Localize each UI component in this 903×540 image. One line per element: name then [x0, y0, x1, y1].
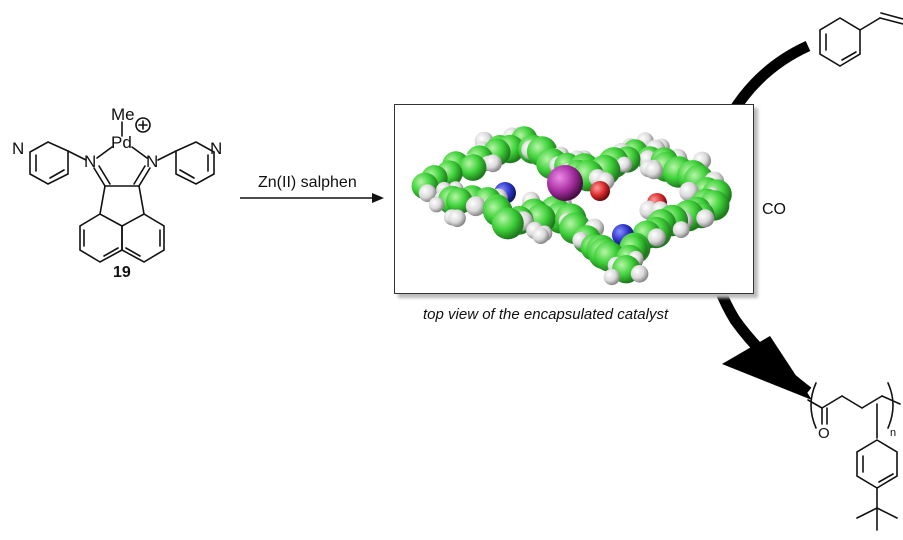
- atom-sphere-o: [590, 181, 610, 201]
- atom-sphere-h: [603, 268, 620, 286]
- atom-sphere-h: [645, 161, 663, 180]
- atom-sphere-h: [647, 228, 666, 247]
- polyketone-structure: [807, 382, 901, 531]
- pyridine-nitrogen-left: N: [12, 139, 25, 158]
- atom-sphere-h: [696, 209, 715, 228]
- styrene-structure: [819, 12, 903, 67]
- reagent-label: Zn(II) salphen: [258, 174, 357, 191]
- atom-sphere-h: [630, 265, 649, 283]
- catalyst-caption: top view of the encapsulated catalyst: [423, 306, 669, 323]
- reagent-arrow: [240, 193, 384, 203]
- carbonyl-oxygen-label: O: [818, 425, 830, 442]
- imine-nitrogen-right: N: [146, 152, 159, 171]
- compound-number: 19: [113, 264, 131, 281]
- compound-19-structure: [29, 117, 215, 263]
- atom-sphere-c: [459, 154, 487, 181]
- pyridine-nitrogen-right: N: [210, 139, 223, 158]
- methyl-label: Me: [111, 105, 135, 124]
- atom-sphere-h: [448, 209, 466, 228]
- repeat-unit-subscript: n: [890, 427, 897, 439]
- space-filling-model: [411, 126, 732, 286]
- atom-sphere-h: [484, 154, 502, 173]
- co-label: CO: [762, 201, 786, 218]
- palladium-label: Pd: [111, 133, 132, 152]
- atom-sphere-h: [532, 227, 549, 244]
- encapsulated-catalyst-model: [394, 104, 754, 294]
- atom-sphere-h: [465, 196, 486, 217]
- imine-nitrogen-left: N: [84, 152, 97, 171]
- atom-sphere-h: [418, 184, 437, 203]
- atom-sphere-h: [672, 221, 690, 238]
- atom-sphere-pd: [547, 165, 583, 201]
- atom-sphere-h: [428, 197, 445, 213]
- atom-sphere-c: [491, 207, 524, 240]
